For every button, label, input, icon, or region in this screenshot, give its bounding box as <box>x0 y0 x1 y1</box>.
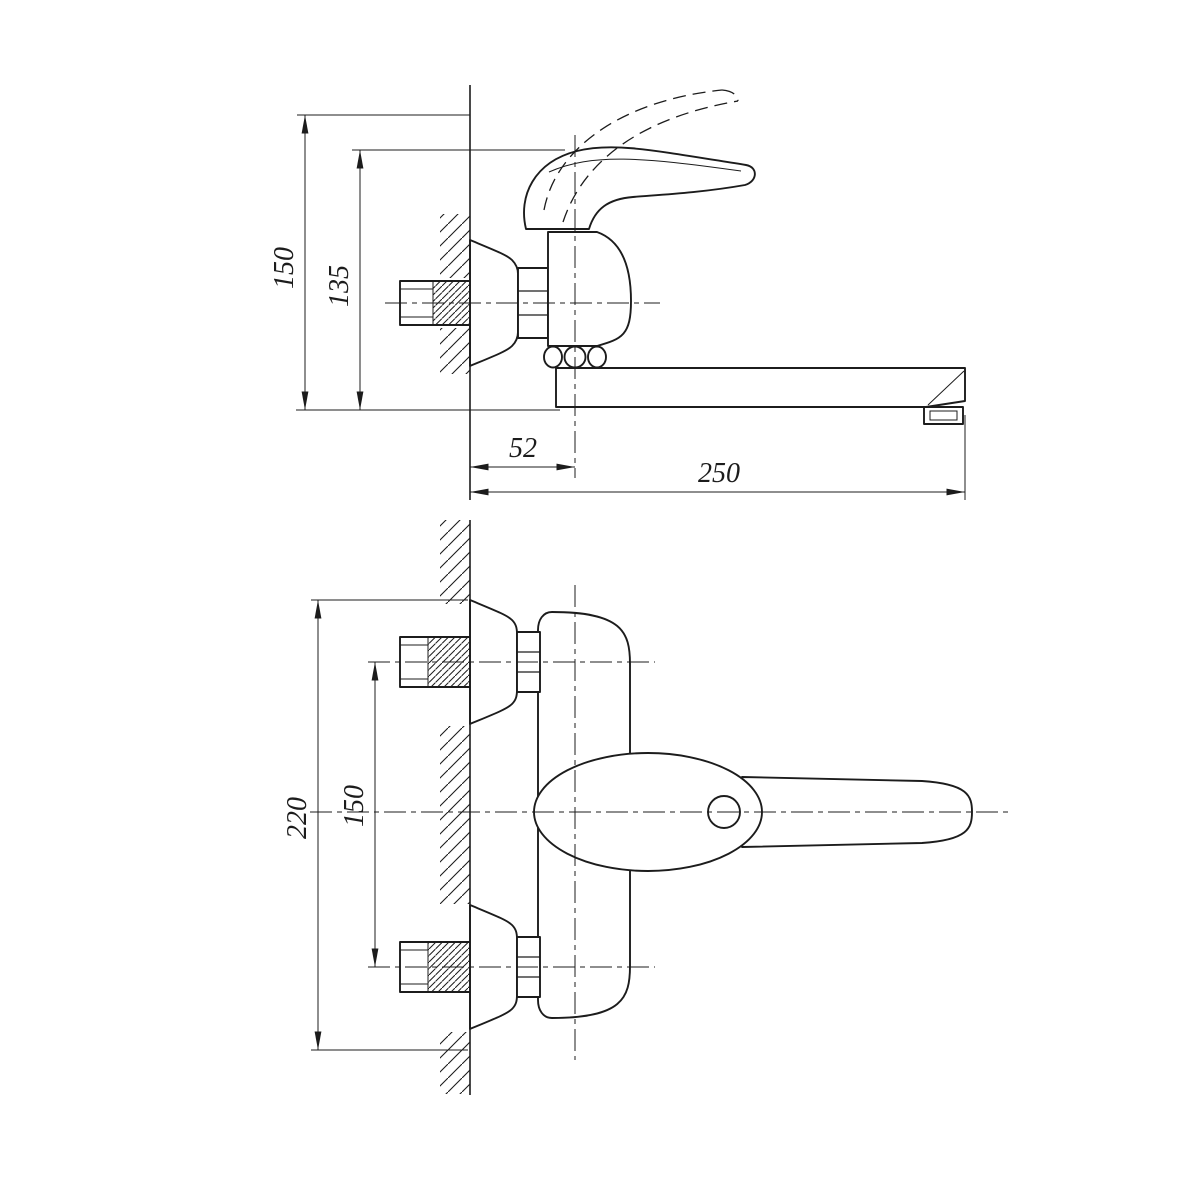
dim-label: 135 <box>324 265 355 307</box>
dim-label: 250 <box>698 458 740 489</box>
spout-bend-line <box>927 370 965 406</box>
valve-body-side <box>547 231 632 347</box>
ring <box>587 345 607 369</box>
hatch-band <box>440 328 470 374</box>
handle-raised-phantom-tip <box>721 89 739 102</box>
dim-label: 220 <box>282 797 313 839</box>
pipe-detail <box>400 942 429 992</box>
hex-facets <box>517 651 540 673</box>
spout-tube <box>555 367 966 408</box>
pipe-detail <box>400 637 429 687</box>
hatch-band <box>440 520 470 604</box>
handle-raised-phantom <box>543 89 723 211</box>
wall-hatching-side <box>440 214 470 374</box>
dim-front-overall-height: 220 <box>282 599 468 1051</box>
swivel-rings <box>543 345 607 369</box>
spout <box>555 367 966 425</box>
dim-side-overall-height: 150 <box>269 114 560 411</box>
handle-raised-phantom <box>562 100 739 223</box>
dim-wall-to-axis: 52 <box>470 433 575 471</box>
hex-facets <box>518 290 548 316</box>
lever-handle-side <box>523 89 756 230</box>
handle-outline <box>523 146 756 230</box>
dim-label: 150 <box>339 785 370 827</box>
front-view: 220 150 <box>282 520 1010 1095</box>
hex-facets <box>517 956 540 978</box>
dim-side-body-height: 135 <box>324 149 565 410</box>
wall-hatching-front <box>440 520 470 1094</box>
dim-label: 150 <box>269 247 300 289</box>
hatch-band <box>440 214 470 278</box>
hatch-band <box>440 726 470 904</box>
aerator <box>929 410 958 421</box>
dim-mount-spacing: 150 <box>339 662 379 967</box>
dim-label: 52 <box>509 433 537 464</box>
handle-detail-line <box>548 158 742 173</box>
supply-pipe-side <box>399 280 471 326</box>
dim-spout-reach: 250 <box>470 415 966 500</box>
hatch-band <box>440 1032 470 1094</box>
ring <box>543 345 563 369</box>
side-view: 150 135 52 250 <box>269 85 966 500</box>
